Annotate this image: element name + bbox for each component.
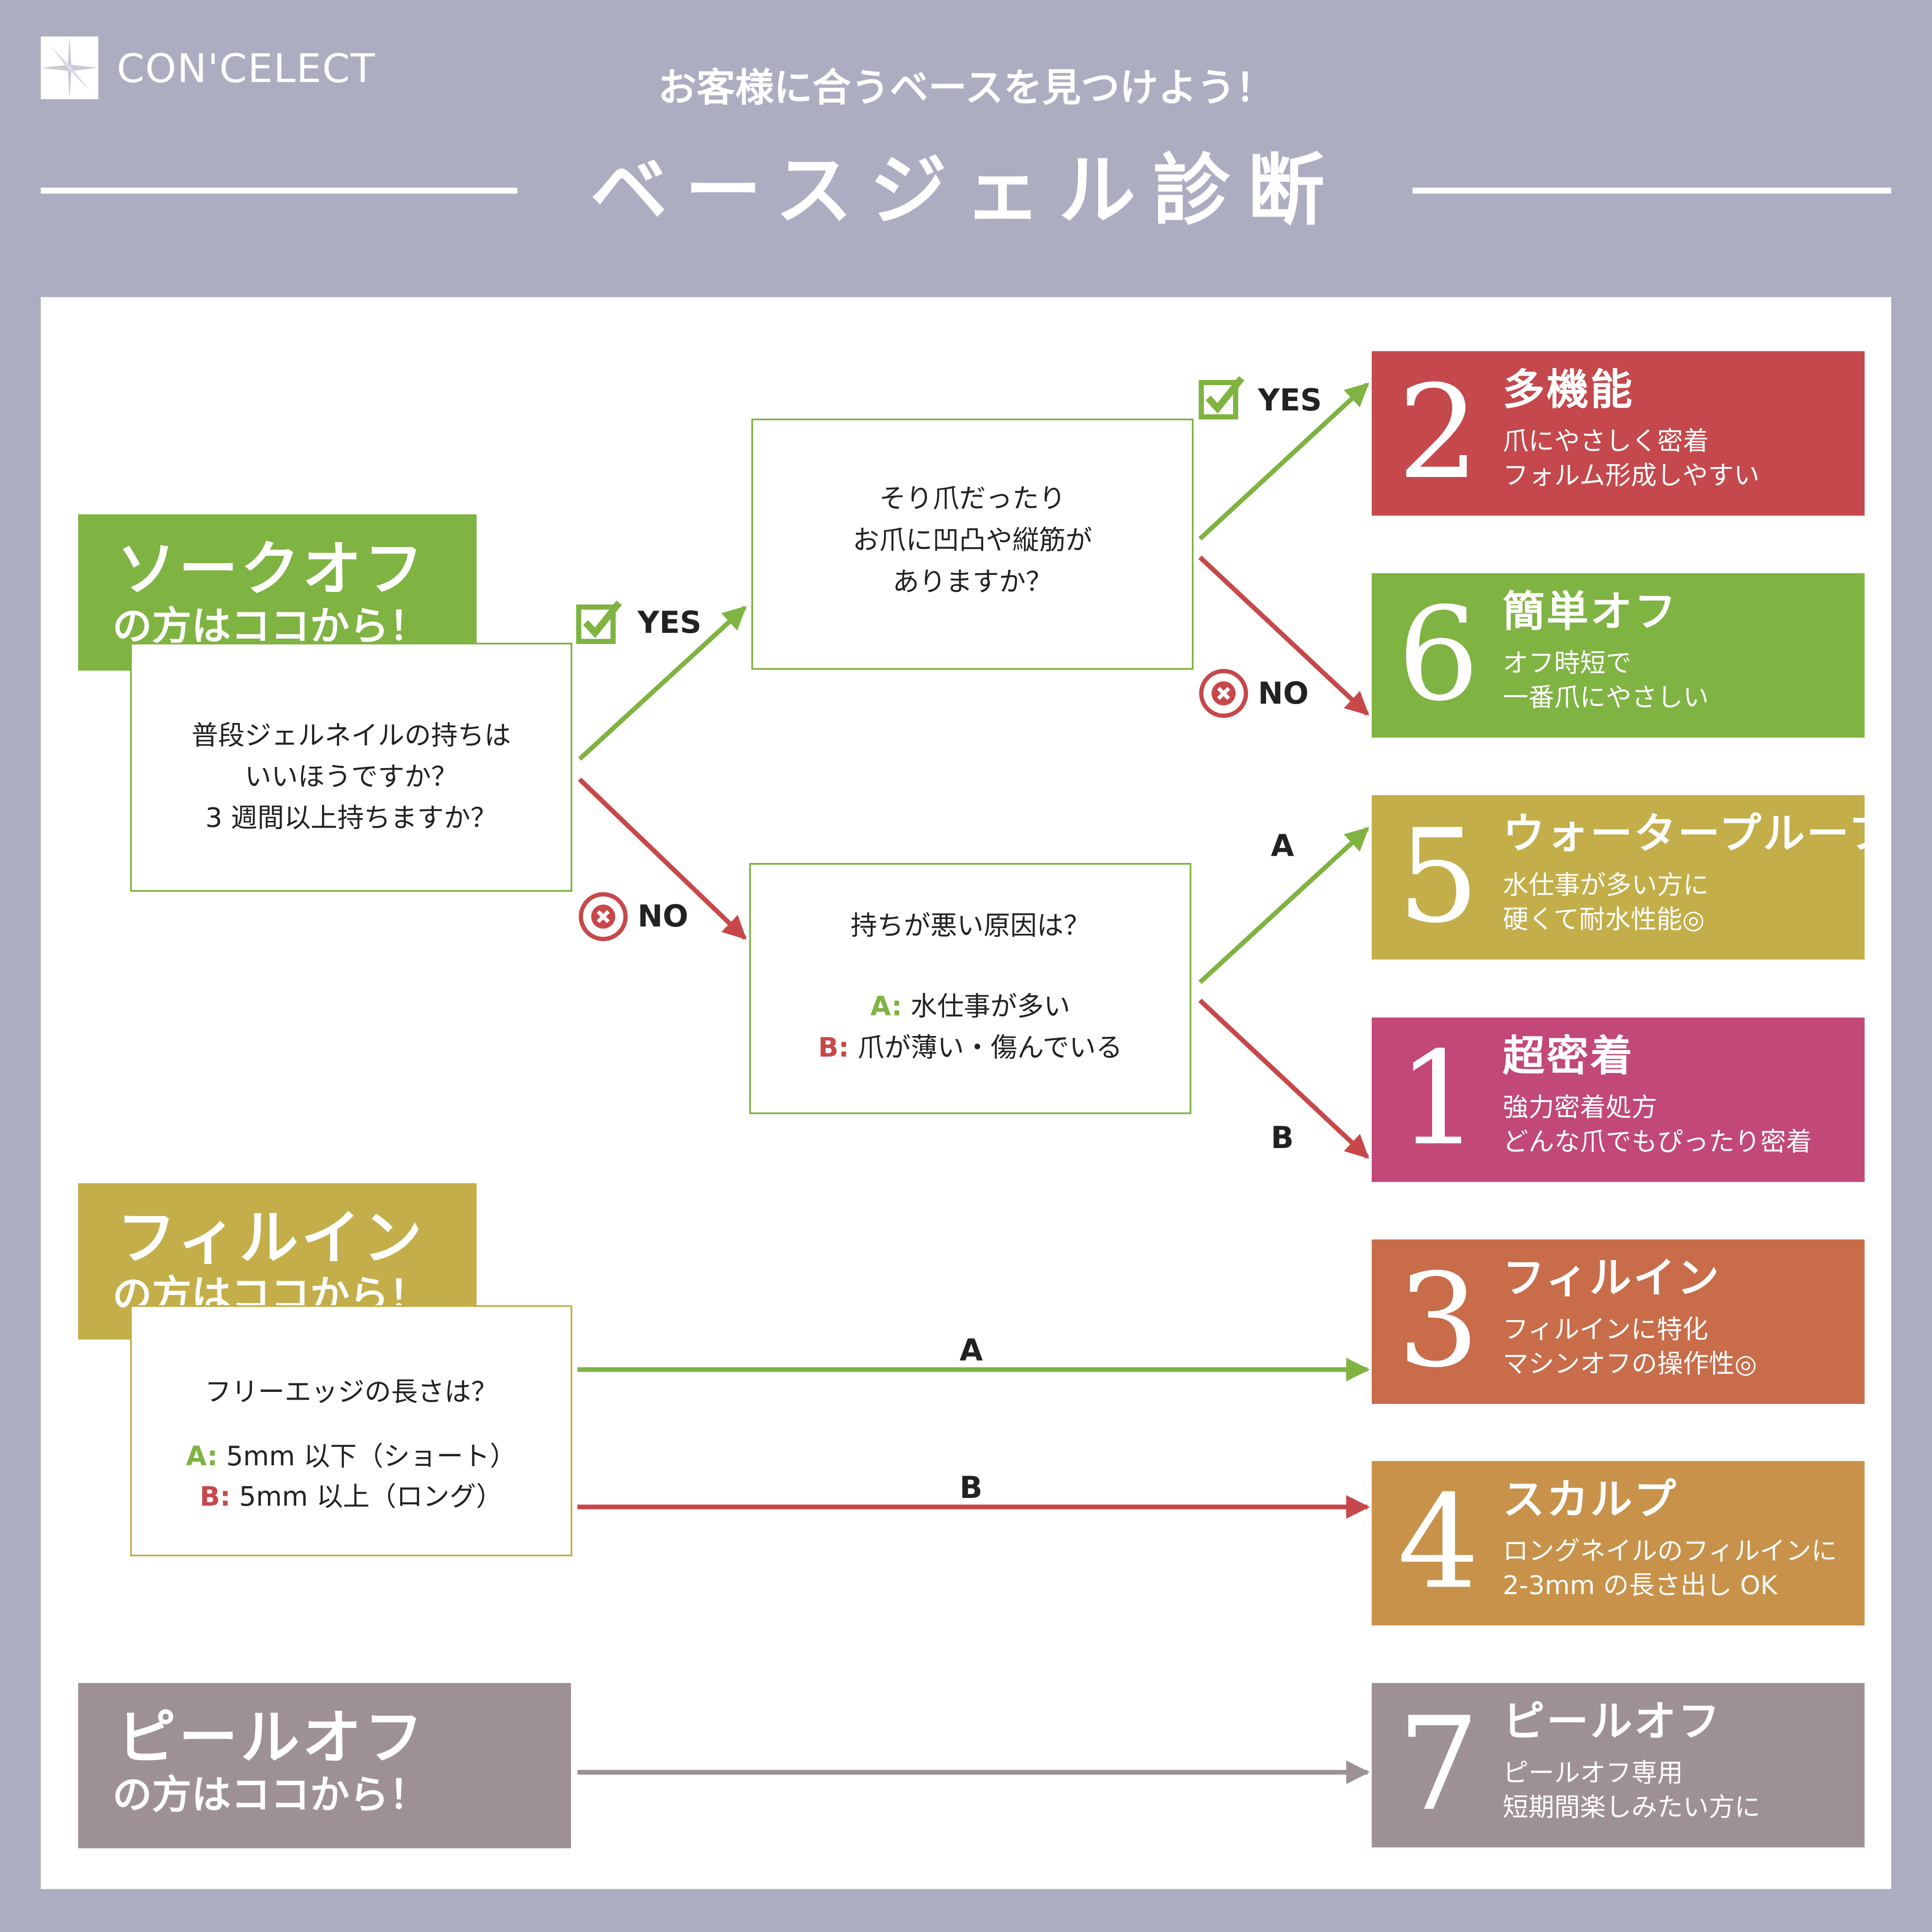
question-1-line-2: いいほうですか？ <box>244 761 458 792</box>
start-fill-in-title: フィルイン <box>117 1203 425 1273</box>
arrow-q3-a <box>1198 826 1370 984</box>
result-name: スカルプ <box>1503 1475 1678 1524</box>
question-3-line-1: 持ちが悪い原因は？ <box>850 910 1090 941</box>
result-number: 2 <box>1397 358 1479 507</box>
option-b-key: B: <box>818 1032 849 1063</box>
label-q4-b: B <box>960 1470 983 1505</box>
result-6: 6 簡単オフ オフ時短で 一番爪にやさしい <box>1372 573 1865 738</box>
result-desc-2: 短期間楽しみたい方に <box>1503 1792 1760 1823</box>
start-peel-off-sub: の方はココから！ <box>112 1772 429 1818</box>
check-icon <box>576 601 622 644</box>
label-q1-yes: YES <box>638 605 702 640</box>
check-icon <box>1199 376 1245 419</box>
result-number: 1 <box>1397 1024 1479 1174</box>
result-desc-2: フォルム形成しやすい <box>1503 461 1760 491</box>
result-2: 2 多機能 爪にやさしく密着 フォルム形成しやすい <box>1372 351 1865 516</box>
arrow-q1-yes <box>578 605 747 761</box>
result-name: 超密着 <box>1503 1032 1634 1081</box>
result-desc-1: ピールオフ専用 <box>1503 1758 1683 1788</box>
label-q2-yes: YES <box>1258 383 1322 418</box>
result-desc-2: マシンオフの操作性◎ <box>1503 1349 1757 1379</box>
label-q4-a: A <box>960 1333 983 1368</box>
question-4-line-1: フリーエッジの長さは？ <box>204 1376 498 1407</box>
result-name: 簡単オフ <box>1503 587 1678 636</box>
result-name: 多機能 <box>1503 365 1634 414</box>
cross-icon <box>579 892 628 941</box>
result-desc-1: 水仕事が多い方に <box>1503 870 1709 900</box>
question-1-line-1: 普段ジェルネイルの持ちは <box>191 720 511 751</box>
cross-icon <box>1199 669 1248 718</box>
label-q3-b: B <box>1271 1120 1294 1155</box>
question-2-line-1: そり爪だったり <box>879 483 1066 514</box>
question-4-box: フリーエッジの長さは？ A: 5mm 以下（ショート） B: 5mm 以上（ロン… <box>130 1305 572 1556</box>
question-2-line-2: お爪に凹凸や縦筋が <box>852 524 1092 556</box>
title-rule-right <box>1413 188 1891 194</box>
result-desc-1: 強力密着処方 <box>1503 1093 1657 1123</box>
result-desc-2: 硬くて耐水性能◎ <box>1503 905 1705 935</box>
result-desc-1: 爪にやさしく密着 <box>1503 426 1709 456</box>
question-2-box: そり爪だったり お爪に凹凸や縦筋が ありますか？ <box>751 419 1194 670</box>
result-5: 5 ウォータープルーフ 水仕事が多い方に 硬くて耐水性能◎ <box>1372 795 1890 960</box>
option-a-key: A: <box>870 990 902 1022</box>
arrow-q1-no <box>578 778 747 940</box>
option-b-key: B: <box>200 1481 231 1512</box>
arrow-q3-b <box>1198 998 1370 1159</box>
logo-mark <box>41 36 98 99</box>
arrow-q2-no <box>1198 555 1370 716</box>
result-desc-2: 一番爪にやさしい <box>1503 683 1709 713</box>
label-q1-no: NO <box>638 899 689 934</box>
question-2-line-3: ありますか？ <box>892 566 1052 597</box>
result-number: 4 <box>1397 1467 1479 1617</box>
result-desc-1: ロングネイルのフィルインに <box>1503 1536 1837 1566</box>
start-soak-off-title: ソークオフ <box>117 535 426 604</box>
brand-name: CON'CELECT <box>117 46 376 91</box>
header-subtitle: お客様に合うベースを見つけよう！ <box>658 65 1274 110</box>
result-desc-2: 2-3mm の長さ出し OK <box>1503 1571 1777 1601</box>
result-name: ウォータープルーフ <box>1503 809 1892 858</box>
result-desc-2: どんな爪でもぴったり密着 <box>1503 1127 1812 1157</box>
label-q3-a: A <box>1271 828 1294 863</box>
result-1: 1 超密着 強力密着処方 どんな爪でもぴったり密着 <box>1372 1018 1865 1182</box>
result-desc-1: フィルインに特化 <box>1503 1315 1708 1345</box>
question-3-option-a: A: 水仕事が多い <box>751 988 1190 1024</box>
arrow-q2-yes <box>1198 382 1370 541</box>
result-number: 5 <box>1397 802 1479 951</box>
question-3-option-b: B: 爪が薄い・傷んでいる <box>751 1030 1190 1066</box>
option-a-text: 5mm 以下（ショート） <box>218 1440 516 1472</box>
start-peel-off-title: ピールオフ <box>117 1703 426 1772</box>
sparkle-logo-icon <box>41 36 98 99</box>
label-q2-no: NO <box>1258 676 1309 711</box>
start-soak-off-sub: の方はココから！ <box>112 603 429 649</box>
question-4-option-a: A: 5mm 以下（ショート） <box>132 1438 571 1474</box>
question-4-option-b: B: 5mm 以上（ロング） <box>132 1479 571 1515</box>
result-number: 3 <box>1397 1246 1479 1396</box>
question-1-line-3: 3 週間以上持ちますか？ <box>205 802 497 833</box>
title-rule-left <box>41 188 517 194</box>
option-a-text: 水仕事が多い <box>902 990 1070 1022</box>
option-b-text: 5mm 以上（ロング） <box>231 1481 503 1512</box>
option-a-key: A: <box>186 1440 218 1472</box>
question-3-box: 持ちが悪い原因は？ A: 水仕事が多い B: 爪が薄い・傷んでいる <box>749 863 1191 1114</box>
start-peel-off: ピールオフ の方はココから！ <box>78 1683 571 1848</box>
result-number: 6 <box>1397 580 1479 729</box>
option-b-text: 爪が薄い・傷んでいる <box>849 1032 1123 1063</box>
result-number: 7 <box>1397 1689 1479 1839</box>
result-4: 4 スカルプ ロングネイルのフィルインに 2-3mm の長さ出し OK <box>1372 1461 1865 1625</box>
result-3: 3 フィルイン フィルインに特化 マシンオフの操作性◎ <box>1372 1239 1865 1404</box>
result-name: フィルイン <box>1503 1254 1721 1303</box>
page-title: ベースジェル診断 <box>590 146 1342 236</box>
result-desc-1: オフ時短で <box>1503 648 1631 678</box>
result-name: ピールオフ <box>1503 1697 1722 1746</box>
result-7: 7 ピールオフ ピールオフ専用 短期間楽しみたい方に <box>1372 1683 1865 1847</box>
question-1-box: 普段ジェルネイルの持ちは いいほうですか？ 3 週間以上持ちますか？ <box>130 643 572 892</box>
